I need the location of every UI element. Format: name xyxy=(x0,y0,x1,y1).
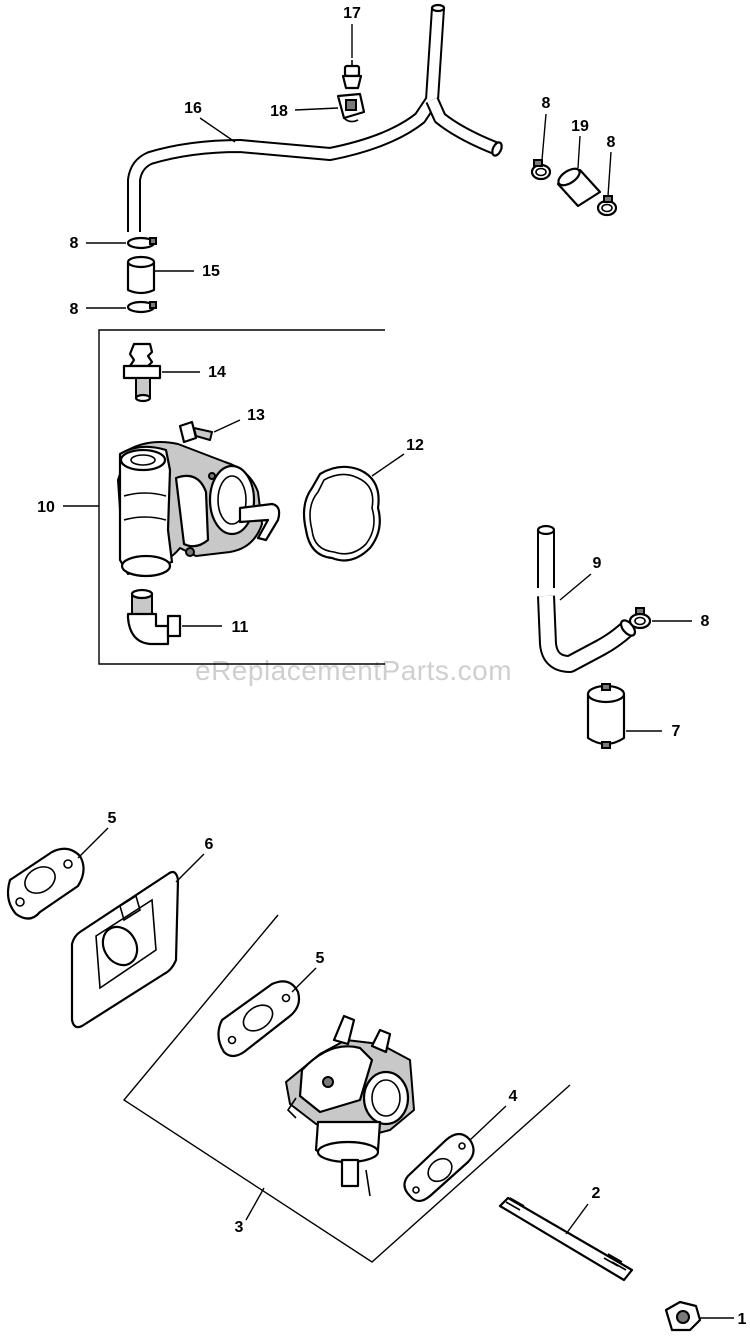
hose-clamp-part xyxy=(126,300,157,314)
svg-text:7: 7 xyxy=(672,723,681,740)
svg-text:14: 14 xyxy=(208,364,226,381)
vent-fitting-part xyxy=(341,60,363,90)
heat-shield-part xyxy=(70,870,180,1029)
svg-text:5: 5 xyxy=(108,810,117,827)
svg-text:2: 2 xyxy=(592,1185,601,1202)
hose-clip-part xyxy=(336,92,366,123)
svg-text:8: 8 xyxy=(70,235,79,252)
callout-16: 16 xyxy=(184,100,236,143)
callout-5-b: 5 xyxy=(291,950,325,993)
svg-text:12: 12 xyxy=(406,437,424,454)
svg-text:15: 15 xyxy=(202,263,220,280)
callout-7: 7 xyxy=(626,723,681,740)
callout-2: 2 xyxy=(565,1185,601,1235)
fuel-hose-part xyxy=(536,524,637,673)
svg-text:8: 8 xyxy=(607,134,616,151)
callout-8-d: 8 xyxy=(70,301,126,318)
callout-6: 6 xyxy=(175,836,214,883)
hose-sleeve-part xyxy=(126,255,156,295)
svg-text:17: 17 xyxy=(343,5,361,22)
callout-5-a: 5 xyxy=(77,810,117,859)
watermark-text: eReplacementParts.com xyxy=(195,655,512,686)
callout-13: 13 xyxy=(213,407,265,433)
callout-10: 10 xyxy=(37,499,99,516)
svg-text:1: 1 xyxy=(738,1311,747,1328)
svg-text:9: 9 xyxy=(593,555,602,572)
svg-text:8: 8 xyxy=(70,301,79,318)
pump-gasket-part xyxy=(302,465,381,562)
svg-text:4: 4 xyxy=(509,1088,518,1105)
hose-clamp-part xyxy=(530,159,552,181)
callout-8-a: 8 xyxy=(541,95,551,161)
fuel-filter-part xyxy=(586,683,626,749)
intake-gasket-part xyxy=(403,1132,475,1203)
carburetor-part xyxy=(285,1014,415,1197)
carburetor-gasket-part xyxy=(6,847,85,920)
callout-3: 3 xyxy=(235,1187,265,1236)
fuel-line-part xyxy=(127,3,503,232)
callout-17: 17 xyxy=(343,5,361,58)
callout-14: 14 xyxy=(162,364,226,381)
svg-text:5: 5 xyxy=(316,950,325,967)
mounting-stud-part xyxy=(498,1196,634,1282)
svg-text:6: 6 xyxy=(205,836,214,853)
hose-clamp-part xyxy=(596,195,618,217)
svg-text:13: 13 xyxy=(247,407,265,424)
hose-clamp-part xyxy=(628,607,652,630)
svg-text:8: 8 xyxy=(701,613,710,630)
elbow-fitting-part xyxy=(126,588,182,646)
pump-fitting-part xyxy=(122,342,162,403)
fuel-pump-group-frame xyxy=(98,329,385,665)
callout-8-b: 8 xyxy=(607,134,616,197)
callout-8-e: 8 xyxy=(652,613,710,630)
carburetor-gasket-part xyxy=(217,980,301,1058)
callout-1: 1 xyxy=(700,1311,747,1328)
svg-text:19: 19 xyxy=(571,118,589,135)
callout-15: 15 xyxy=(155,263,220,280)
callout-9: 9 xyxy=(559,555,602,601)
svg-text:18: 18 xyxy=(270,103,288,120)
pump-screw-part xyxy=(178,420,213,444)
callout-19: 19 xyxy=(571,118,589,169)
hose-clamp-part xyxy=(126,236,157,250)
callout-4: 4 xyxy=(469,1088,518,1141)
callout-18: 18 xyxy=(270,103,339,120)
svg-text:16: 16 xyxy=(184,100,202,117)
callout-12: 12 xyxy=(371,437,424,477)
svg-text:11: 11 xyxy=(232,619,249,636)
hose-sleeve-part xyxy=(556,167,602,208)
hex-nut-part xyxy=(664,1300,702,1332)
fuel-pump-part xyxy=(117,441,281,578)
svg-text:10: 10 xyxy=(37,499,55,516)
svg-text:8: 8 xyxy=(542,95,551,112)
svg-text:3: 3 xyxy=(235,1219,244,1236)
carburetor-group-frame xyxy=(122,914,571,1263)
callout-11: 11 xyxy=(182,619,249,636)
callout-8-c: 8 xyxy=(70,235,126,252)
